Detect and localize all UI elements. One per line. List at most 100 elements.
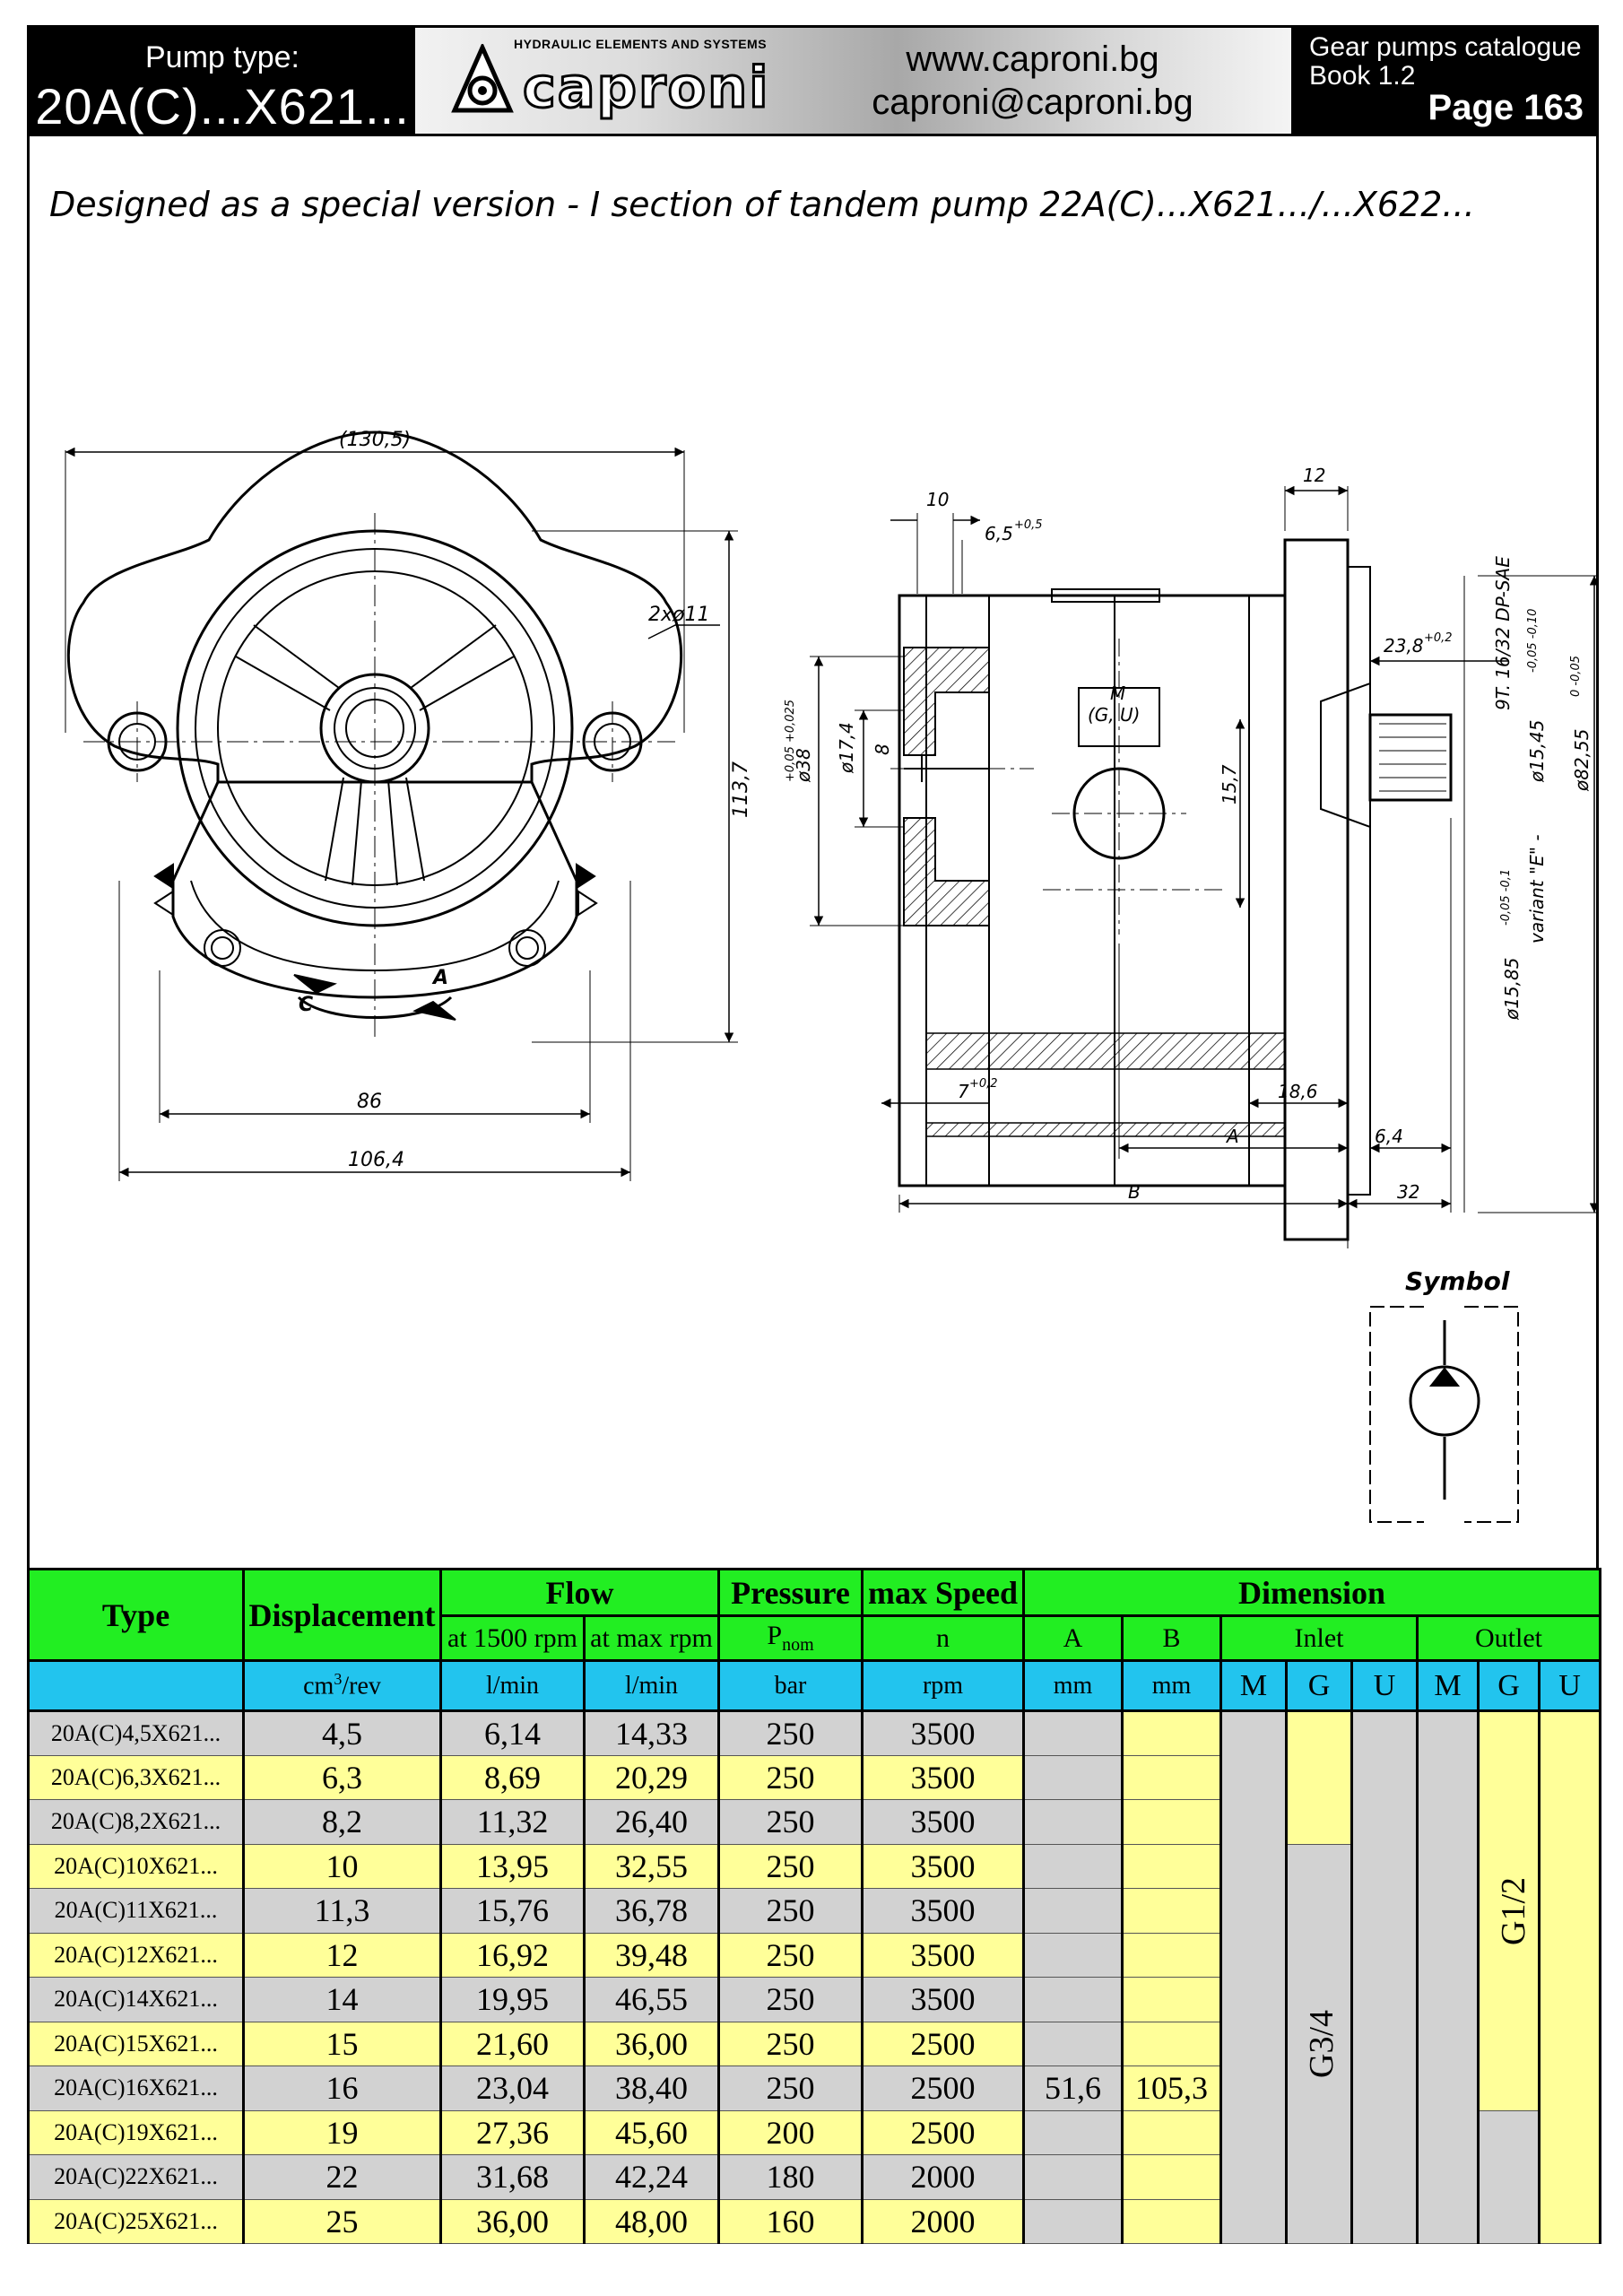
dim-7: 7 [958, 1081, 969, 1102]
cell-b [1121, 1710, 1222, 1756]
cell-type: 20A(C)22X621... [27, 2154, 245, 2200]
sub-b: B [1121, 1614, 1222, 1662]
table-row: 20A(C)19X621... 19 27,36 45,60 200 2500 [27, 2109, 1601, 2244]
table-header-row-1: Type Displacement Flow Pressure max Spee… [27, 1568, 1602, 1662]
cell-qmax: 45,60 [583, 2109, 720, 2155]
logo-name: caproni [522, 54, 770, 122]
table-row: 20A(C)4,5X621... 4,5 6,14 14,33 250 3500… [27, 1710, 1602, 2244]
spline-spec: 9T. 16/32 DP-SAE [1492, 556, 1514, 710]
website-link[interactable]: www.caproni.bg [906, 39, 1159, 79]
caproni-logo-icon [451, 44, 514, 113]
cell-speed: 2500 [861, 2066, 1025, 2111]
cell-type: 20A(C)11X621... [27, 1888, 245, 1934]
cell-type: 20A(C)12X621... [27, 1932, 245, 1978]
email-link[interactable]: caproni@caproni.bg [872, 83, 1193, 122]
cell-type: 20A(C)15X621... [27, 2021, 245, 2066]
dim-7-tol: +0,2 [969, 1077, 998, 1091]
cell-pressure: 160 [717, 2198, 864, 2244]
cell-speed: 2500 [861, 2109, 1025, 2155]
rotation-c-label: C [299, 994, 313, 1016]
logo-tagline: HYDRAULIC ELEMENTS AND SYSTEMS [514, 37, 768, 51]
cell-qmax: 14,33 [583, 1710, 720, 1756]
cell-qmax: 38,40 [583, 2066, 720, 2111]
dim-holes: 2xø11 [648, 604, 709, 626]
contact-info: www.caproni.bg caproni@caproni.bg [774, 38, 1291, 124]
drawing-area: Designed as a special version - I sectio… [27, 136, 1599, 1568]
sub-flow-max: at max rpm [583, 1614, 720, 1662]
unit-displacement: cm3/rev [242, 1659, 442, 1712]
cell-speed: 3500 [861, 1799, 1025, 1845]
dim-6-5: 6,5 [985, 523, 1013, 544]
table-row: 20A(C)8,2X621... 8,2 11,32 26,40 250 350… [27, 1799, 1601, 1845]
cell-speed: 3500 [861, 1888, 1025, 1934]
unit-b: mm [1121, 1659, 1222, 1712]
cell-q1500: 6,14 [439, 1710, 586, 1756]
cell-type: 20A(C)8,2X621... [27, 1799, 245, 1845]
table-header-row-2: at 1500 rpm at max rpm Pnom n A B Inlet … [29, 1614, 1602, 1662]
cell-a [1022, 2021, 1124, 2066]
dim-15-45: ø15,45 [1526, 720, 1548, 784]
unit-inlet-u: U [1350, 1659, 1419, 1712]
cell-qmax: 26,40 [583, 1799, 720, 1845]
cell-q1500: 15,76 [439, 1888, 586, 1934]
cell-disp: 22 [242, 2154, 442, 2200]
cell-a [1022, 1710, 1124, 1756]
cell-disp: 14 [242, 1977, 442, 2022]
cell-disp: 16 [242, 2066, 442, 2111]
cell-outlet-g-bottom [1477, 2109, 1541, 2244]
header-type: Type [27, 1568, 245, 1662]
unit-inlet-g: G [1285, 1659, 1353, 1712]
table-row: 20A(C)10X621... 10 13,95 32,55 250 3500 … [27, 1843, 1601, 2244]
dim-6-5-tol: +0,5 [1014, 518, 1043, 532]
cell-b [1121, 1754, 1222, 1800]
cell-qmax: 20,29 [583, 1754, 720, 1800]
header-dimension: Dimension [1021, 1568, 1602, 1617]
cell-type: 20A(C)16X621... [27, 2066, 245, 2111]
unit-outlet-g: G [1477, 1659, 1541, 1712]
unit-flow-1500: l/min [439, 1659, 586, 1712]
cell-type: 20A(C)4,5X621... [27, 1710, 245, 1756]
rotation-a-label: A [431, 967, 448, 989]
cell-speed: 2000 [861, 2198, 1025, 2244]
cell-a [1022, 1754, 1124, 1800]
cell-q1500: 23,04 [439, 2066, 586, 2111]
cell-pressure: 250 [717, 1977, 864, 2022]
dim-15-85-tol: -0,05 -0,1 [1499, 869, 1513, 926]
sub-n: n [861, 1614, 1025, 1662]
unit-pressure: bar [717, 1659, 864, 1712]
cell-qmax: 42,24 [583, 2154, 720, 2200]
table-row: 20A(C)14X621... 14 19,95 46,55 250 3500 [27, 1977, 1601, 2022]
cell-disp: 4,5 [242, 1710, 442, 1756]
pump-type-box: Pump type: 20A(C)...X621... [30, 28, 415, 135]
cell-speed: 3500 [861, 1843, 1025, 1889]
cell-a [1022, 1977, 1124, 2022]
table-row: 20A(C)16X621... 16 23,04 38,40 250 2500 … [27, 2066, 1601, 2111]
dim-bolt-spacing: 86 [357, 1091, 382, 1113]
sub-a: A [1022, 1614, 1124, 1662]
unit-flow-max: l/min [583, 1659, 720, 1712]
cell-b [1121, 2109, 1222, 2155]
spec-table: Type Displacement Flow Pressure max Spee… [27, 1568, 1602, 2244]
table-row: 20A(C)12X621... 12 16,92 39,48 250 3500 [27, 1932, 1601, 1978]
cell-a [1022, 1932, 1124, 1978]
catalogue-info: Gear pumps catalogue Book 1.2 [1309, 33, 1582, 91]
brand-banner: HYDRAULIC ELEMENTS AND SYSTEMS caproni w… [415, 28, 1291, 134]
cell-type: 20A(C)10X621... [27, 1843, 245, 1889]
page-number: Page 163 [1428, 88, 1584, 127]
port-label: M [1110, 683, 1125, 704]
cell-q1500: 31,68 [439, 2154, 586, 2200]
cell-inlet-u [1350, 1710, 1419, 2244]
cell-pressure: 250 [717, 1710, 864, 1756]
page-subtitle: Designed as a special version - I sectio… [49, 185, 1475, 224]
cell-disp: 6,3 [242, 1754, 442, 1800]
front-view [65, 430, 738, 1181]
unit-speed: rpm [861, 1659, 1025, 1712]
unit-disp-base: cm [303, 1672, 334, 1700]
table-row: 20A(C)11X621... 11,3 15,76 36,78 250 350… [27, 1888, 1601, 1934]
cell-a [1022, 2109, 1124, 2155]
table-row: 20A(C)25X621... 25 36,00 48,00 160 2000 [27, 2198, 1601, 2244]
dim-23-8: 23,8 [1384, 635, 1424, 657]
cell-qmax: 48,00 [583, 2198, 720, 2244]
cell-b [1121, 2154, 1222, 2200]
cell-qmax: 39,48 [583, 1932, 720, 1978]
